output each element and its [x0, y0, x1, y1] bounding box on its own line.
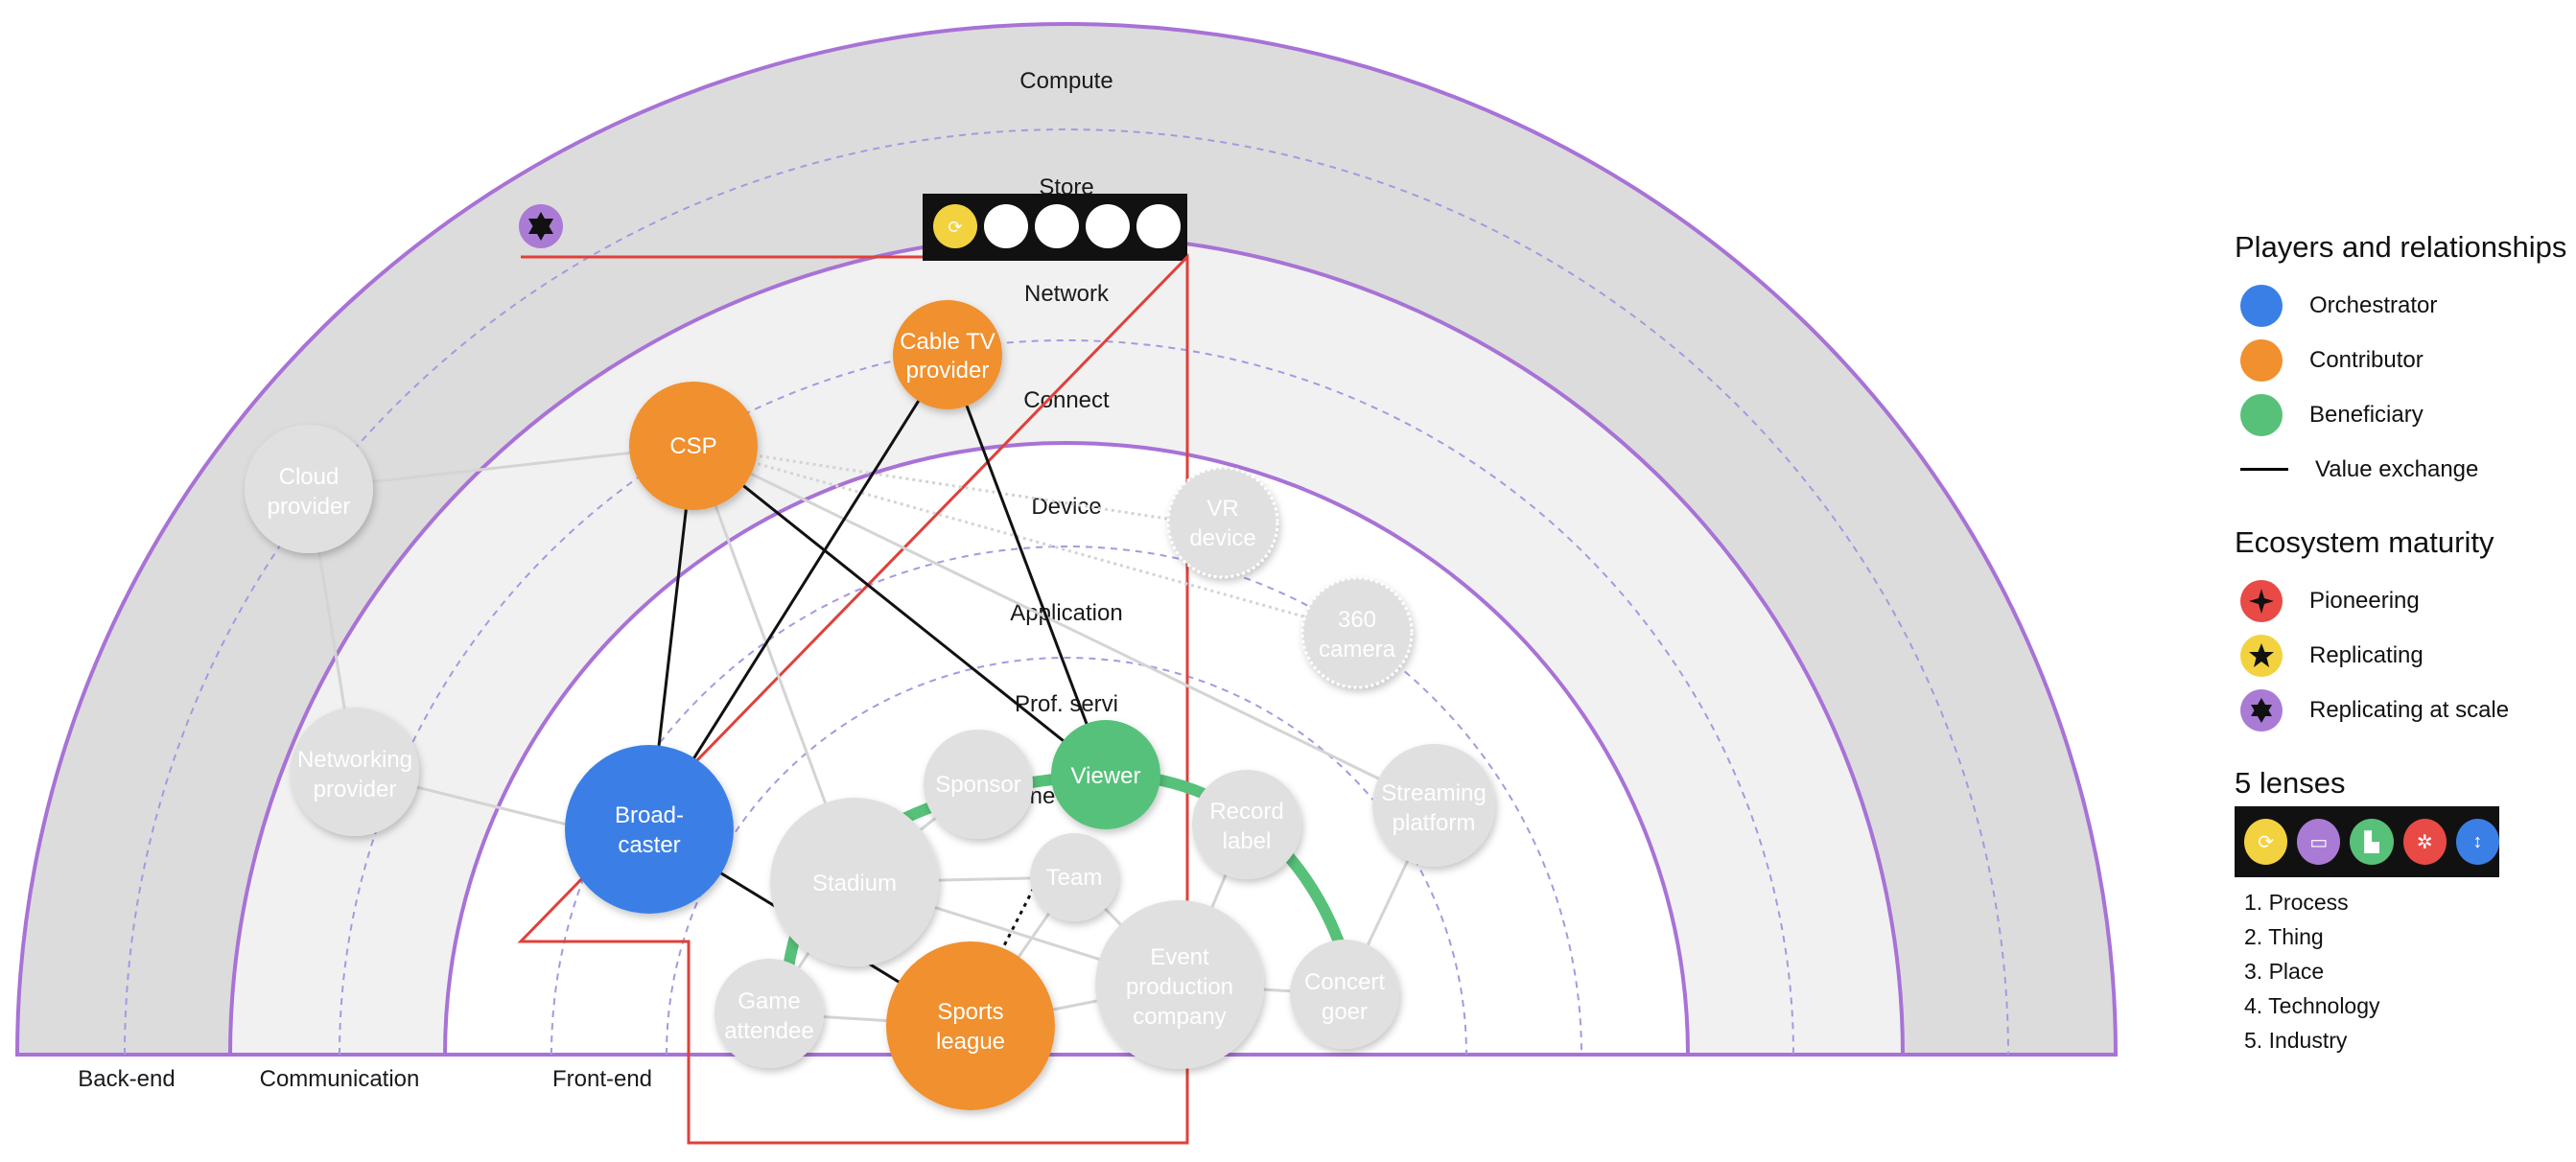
legend-players: Players and relationships Orchestrator C…	[2235, 230, 2567, 497]
svg-text:Sponsor: Sponsor	[935, 772, 1020, 798]
layer-application: Application	[1010, 600, 1122, 626]
beneficiary-dot-icon	[2240, 393, 2283, 436]
focus-lens-bar: ⟳	[923, 194, 1187, 261]
place-icon: ▙	[2350, 819, 2394, 865]
layer-labels: Compute Store Network Connect Device App…	[1010, 68, 1122, 809]
node-csp[interactable]: CSP	[629, 382, 758, 510]
legend-orchestrator: Orchestrator	[2235, 278, 2561, 333]
focus-lens-thing-icon	[984, 204, 1028, 248]
legend-maturity: Ecosystem maturity Pioneering Replicatin…	[2235, 525, 2561, 737]
replicating-star-icon	[2240, 634, 2283, 677]
maturity-badge	[519, 204, 563, 248]
svg-text:⟳: ⟳	[948, 218, 962, 238]
focus-lens-process-icon	[933, 204, 977, 248]
lens-list: 1. Process 2. Thing 3. Place 4. Technolo…	[2244, 885, 2561, 1057]
value-exchange-line-icon	[2240, 468, 2288, 471]
bottom-labels: Back-end Communication Front-end	[78, 1066, 652, 1092]
node-viewer[interactable]: Viewer	[1051, 720, 1160, 829]
legend-value-exchange: Value exchange	[2235, 442, 2561, 497]
node-sponsor[interactable]: Sponsor	[924, 730, 1033, 839]
chip-icon: ✲	[2402, 819, 2447, 865]
legend-orchestrator-label: Orchestrator	[2309, 291, 2438, 318]
legend-replicating-scale: Replicating at scale	[2235, 683, 2561, 737]
legend-contributor-label: Contributor	[2309, 346, 2424, 373]
layer-device: Device	[1031, 494, 1101, 520]
label-communication: Communication	[260, 1066, 420, 1092]
contributor-dot-icon	[2240, 338, 2283, 382]
lens-item: 3. Place	[2244, 959, 2325, 984]
lens-item: 5. Industry	[2244, 1028, 2348, 1053]
svg-text:Team: Team	[1046, 865, 1103, 891]
legend-replicating-label: Replicating	[2309, 641, 2424, 668]
replicating-scale-star-icon	[2240, 688, 2283, 732]
orchestrator-dot-icon	[2240, 284, 2283, 327]
label-back-end: Back-end	[78, 1066, 175, 1092]
legend-contributor: Contributor	[2235, 333, 2561, 387]
pioneering-star-icon	[2240, 579, 2283, 622]
layer-network: Network	[1024, 281, 1110, 307]
lens-item: 1. Process	[2244, 890, 2349, 915]
arrows-icon: ↕	[2455, 819, 2500, 865]
legend-beneficiary-label: Beneficiary	[2309, 401, 2424, 428]
legend-beneficiary: Beneficiary	[2235, 387, 2561, 442]
focus-lens-technology-icon	[1086, 204, 1130, 248]
legend-pioneering: Pioneering	[2235, 573, 2561, 628]
svg-text:CSP: CSP	[669, 433, 716, 459]
svg-text:Stadium: Stadium	[812, 871, 897, 896]
svg-text:Broad-caster: Broad-caster	[615, 802, 684, 858]
legend-replicating-scale-label: Replicating at scale	[2309, 696, 2510, 723]
label-front-end: Front-end	[552, 1066, 652, 1092]
thing-icon: ▭	[2297, 819, 2341, 865]
focus-lens-industry-icon	[1136, 204, 1181, 248]
legend-pioneering-label: Pioneering	[2309, 587, 2420, 614]
legend-players-title: Players and relationships	[2235, 230, 2567, 264]
layer-prof-services: Prof. servi	[1015, 691, 1118, 717]
node-team[interactable]: Team	[1030, 833, 1118, 921]
legend-maturity-title: Ecosystem maturity	[2235, 525, 2494, 559]
legend-replicating: Replicating	[2235, 628, 2561, 683]
layer-connect: Connect	[1023, 387, 1110, 413]
focus-lens-place-icon	[1035, 204, 1079, 248]
legend: Players and relationships Orchestrator C…	[2235, 230, 2567, 1086]
svg-text:Viewer: Viewer	[1071, 763, 1141, 789]
lens-item: 4. Technology	[2244, 993, 2380, 1018]
layer-compute: Compute	[1019, 68, 1112, 94]
lens-bar: ⟳ ▭ ▙ ✲ ↕	[2235, 806, 2500, 877]
legend-lenses-title: 5 lenses	[2235, 766, 2346, 800]
process-icon: ⟳	[2244, 819, 2288, 865]
node-broadcaster[interactable]: Broad-caster	[565, 745, 734, 914]
legend-lenses: 5 lenses ⟳ ▭ ▙ ✲ ↕ 1. Process 2. Thing 3…	[2235, 766, 2561, 1057]
legend-value-exchange-label: Value exchange	[2315, 455, 2479, 482]
dotted-team-league	[995, 879, 1040, 960]
lens-item: 2. Thing	[2244, 924, 2324, 949]
node-stadium[interactable]: Stadium	[770, 798, 939, 966]
